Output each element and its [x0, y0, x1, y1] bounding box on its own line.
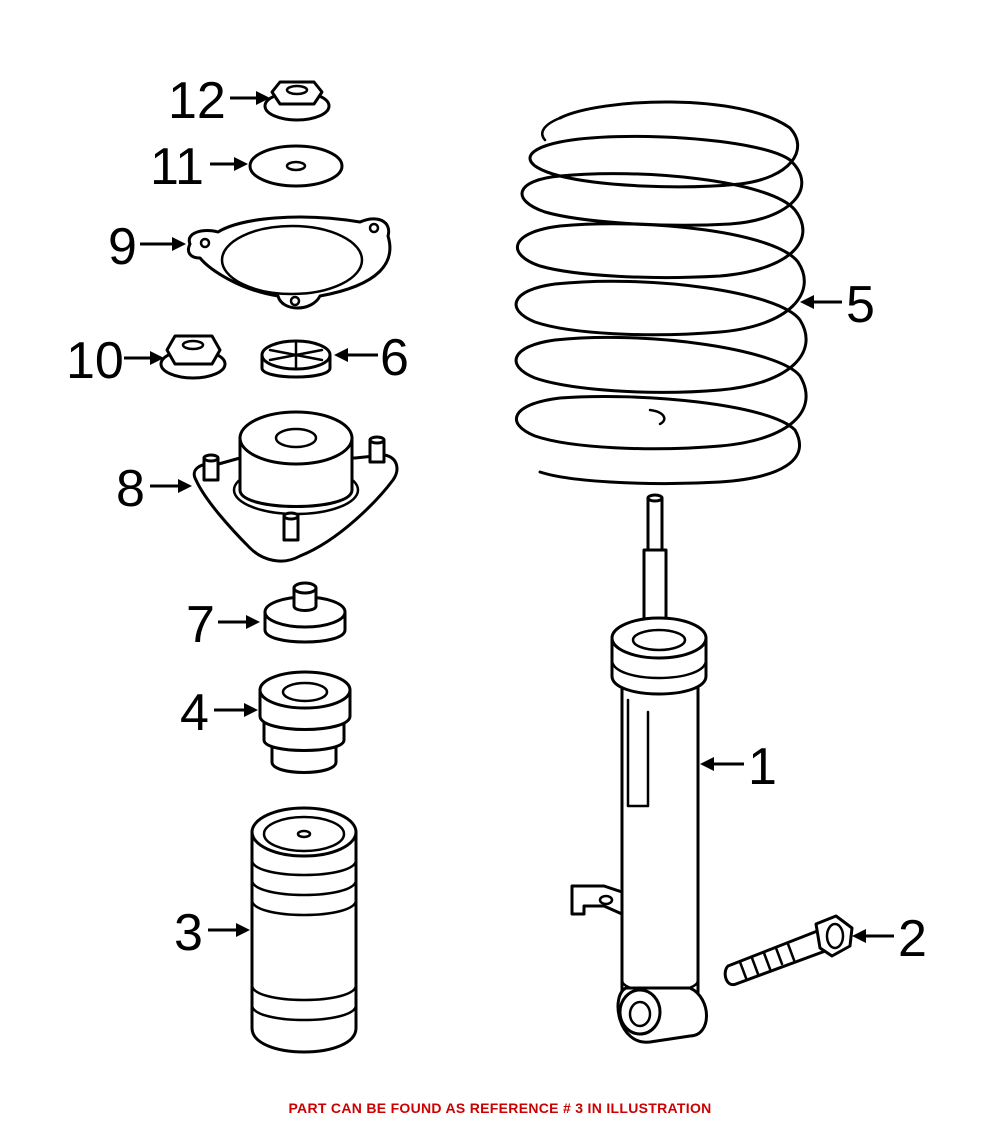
- part-1-shock-absorber: [570, 493, 708, 1044]
- callout-10: 10: [66, 332, 124, 390]
- callout-4: 4: [180, 684, 209, 742]
- part-4-bump-stop: [258, 670, 352, 774]
- callout-1: 1: [748, 738, 777, 796]
- callout-7: 7: [186, 596, 215, 654]
- leader-arrows: [124, 91, 894, 943]
- part-6-cap: [260, 339, 332, 379]
- reference-caption: PART CAN BE FOUND AS REFERENCE # 3 IN IL…: [288, 1100, 712, 1116]
- callout-12: 12: [168, 72, 226, 130]
- part-3-dust-boot: [250, 806, 358, 1054]
- callout-2: 2: [898, 910, 927, 968]
- part-12-nut: [263, 80, 331, 122]
- callout-9: 9: [108, 218, 137, 276]
- callout-8: 8: [116, 460, 145, 518]
- part-7-spacer: [263, 581, 347, 644]
- part-10-nut: [159, 334, 227, 380]
- part-2-bolt: [723, 914, 854, 987]
- callout-11: 11: [150, 138, 204, 196]
- callout-6: 6: [380, 329, 409, 387]
- part-5-coil-spring: [514, 100, 808, 486]
- callout-3: 3: [174, 904, 203, 962]
- callout-5: 5: [846, 276, 875, 334]
- part-8-mount: [192, 410, 399, 563]
- part-9-gasket: [186, 215, 392, 310]
- part-11-washer: [248, 144, 344, 188]
